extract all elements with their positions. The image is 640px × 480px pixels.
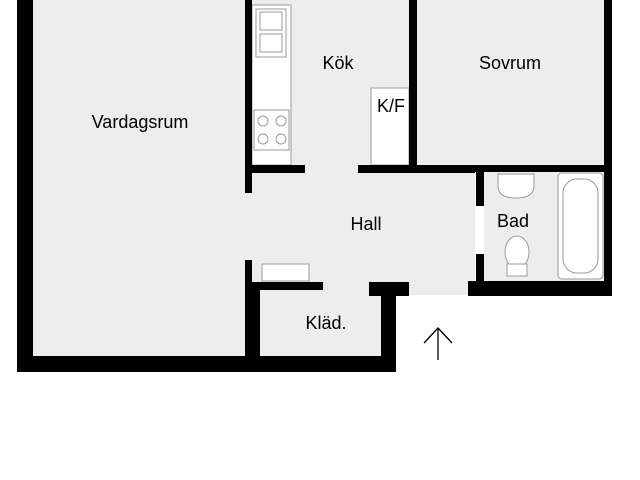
kitchen-label: Kök [322, 53, 354, 73]
living-room-label: Vardagsrum [92, 112, 189, 132]
bedroom-label: Sovrum [479, 53, 541, 73]
hall-label: Hall [350, 214, 381, 234]
walls [17, 0, 612, 372]
toilet-icon [504, 235, 530, 277]
arrow-up-icon [423, 327, 453, 360]
closet-floor [260, 290, 381, 356]
living-room-floor [33, 0, 245, 356]
fridge-freezer [370, 87, 410, 166]
bathroom-sink-icon [497, 173, 535, 199]
stove-icon [253, 109, 290, 151]
hall-shelf [261, 263, 310, 282]
fixtures [251, 4, 604, 282]
bedroom-floor [417, 0, 604, 166]
kitchen-counter [251, 4, 292, 166]
fridge-label: K/F [377, 96, 405, 116]
floor-areas [33, 0, 604, 356]
closet-label: Kläd. [305, 313, 346, 333]
bathroom-label: Bad [497, 211, 529, 231]
